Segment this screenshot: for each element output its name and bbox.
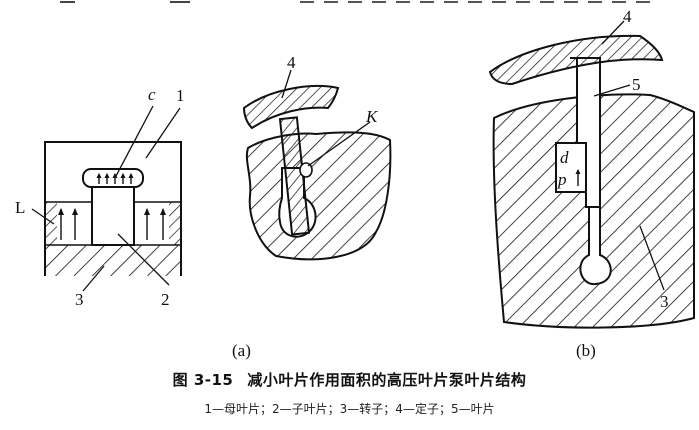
label-3b: 3 [660, 292, 669, 311]
left-diagram: L c 1 2 3 [15, 85, 185, 309]
label-tag-b: (b) [576, 341, 596, 360]
middle-diagram: 4 K (a) [232, 53, 392, 360]
rotor-base [45, 245, 181, 276]
pocket-k [299, 162, 313, 178]
leader-k [307, 121, 371, 167]
leader-1 [145, 107, 181, 159]
mother-vane-outline [44, 141, 182, 276]
figure-number: 图 3-15 [172, 371, 234, 389]
leader-c [115, 105, 154, 177]
chamber-pressure-arrows [96, 173, 134, 184]
leader-4a [281, 69, 292, 99]
label-1: 1 [176, 86, 185, 105]
leader-3 [82, 265, 105, 292]
chamber-c [82, 168, 144, 188]
leader-5 [593, 84, 631, 97]
label-tag-a: (a) [232, 341, 251, 360]
label-l: L [15, 198, 25, 217]
label-3: 3 [75, 290, 84, 309]
figure-title: 减小叶片作用面积的高压叶片泵叶片结构 [247, 371, 527, 389]
rotor-right-wall [169, 202, 181, 245]
figure-caption-title: 图 3-15 减小叶片作用面积的高压叶片泵叶片结构 [0, 369, 699, 390]
figure-legend: 1—母叶片；2—子叶片；3—转子；4—定子；5—叶片 [204, 402, 495, 416]
leader-4b [601, 20, 625, 45]
stator-a [242, 85, 340, 130]
label-2: 2 [161, 290, 170, 309]
vane-slot-b [579, 149, 612, 286]
label-p: p [557, 170, 567, 189]
leader-2 [117, 233, 170, 286]
rotor-blob [245, 131, 392, 261]
label-5: 5 [632, 75, 641, 94]
leader-3b [639, 225, 665, 291]
label-c: c [148, 85, 156, 104]
rotor-left-wall [45, 202, 57, 245]
right-diagram: 4 5 d p 3 (b) [488, 7, 695, 360]
label-d: d [560, 148, 569, 167]
label-k: K [365, 107, 379, 126]
label-4a: 4 [287, 53, 296, 72]
label-4b: 4 [623, 7, 632, 26]
leader-l [31, 208, 55, 225]
stator-b [488, 34, 664, 86]
son-vane [91, 181, 135, 246]
vane-pressure-arrows [58, 208, 166, 240]
